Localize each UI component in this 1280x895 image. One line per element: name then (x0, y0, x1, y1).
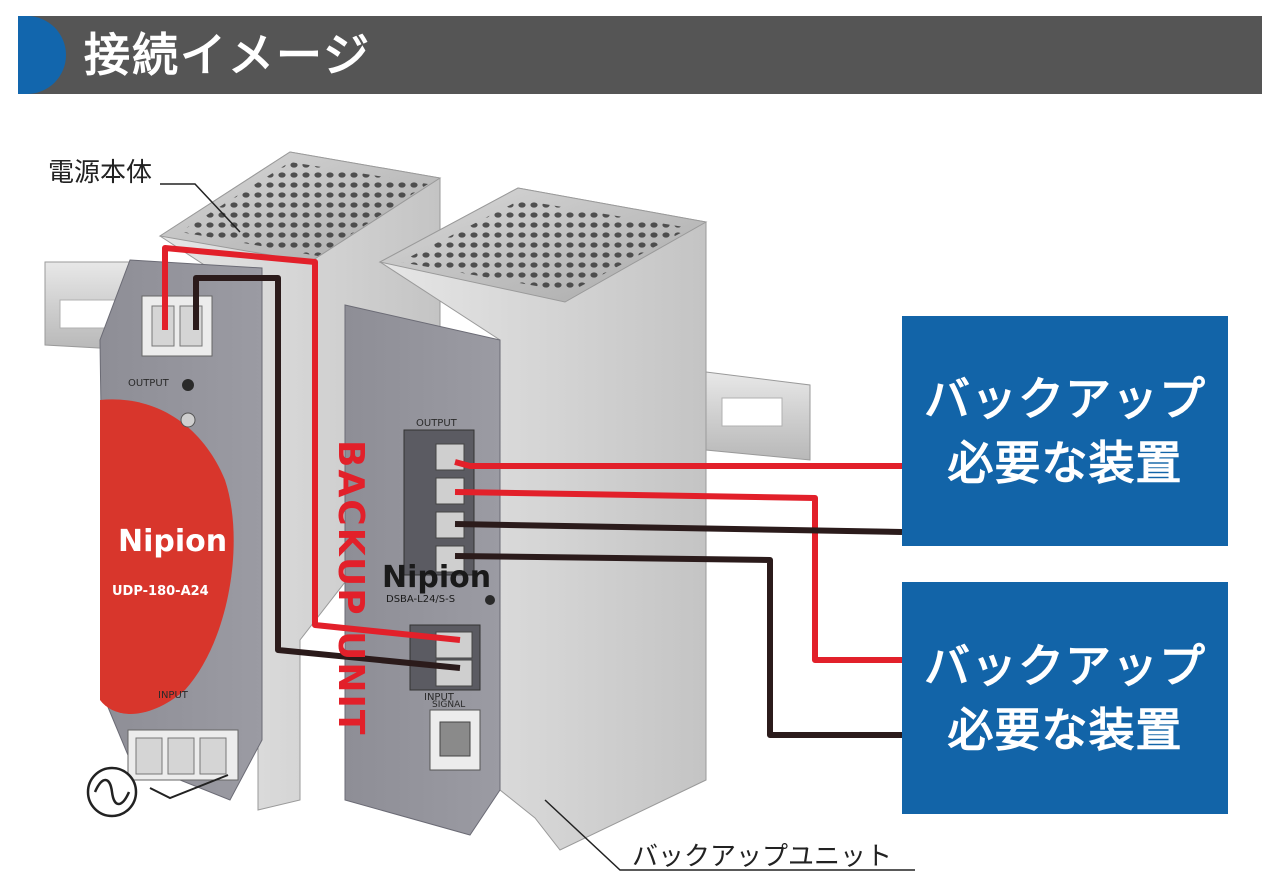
backup-unit-label: バックアップユニット (632, 842, 893, 872)
wires (162, 245, 903, 738)
psu-model-label: UDP-180-A24 (112, 584, 209, 599)
backup-leader-line (544, 799, 915, 871)
page-title: 接続イメージ (84, 28, 372, 82)
device-box-2: バックアップ 必要な装置 (902, 582, 1228, 814)
backup-output-label: OUTPUT (416, 418, 457, 429)
backup-unit-vertical-text: BACKUP UNIT (330, 440, 371, 737)
psu-leader-line (160, 183, 241, 233)
header-bar: 接続イメージ (18, 16, 1262, 94)
device-box-1: バックアップ 必要な装置 (902, 316, 1228, 546)
backup-signal-label: SIGNAL (432, 700, 466, 710)
ac-source-symbol (86, 766, 229, 818)
device-box-2-line1: バックアップ (924, 639, 1206, 693)
psu-input-label: INPUT (158, 690, 188, 701)
psu-output-label: OUTPUT (128, 378, 169, 389)
power-supply-label: 電源本体 (48, 158, 153, 188)
backup-model-label: DSBA-L24/S-S (386, 594, 456, 605)
backup-input-label: INPUT (424, 692, 454, 703)
device-box-1-line1: バックアップ (924, 372, 1206, 426)
device-box-1-line2: 必要な装置 (947, 436, 1183, 490)
psu-brand-logo: Nipion (118, 524, 228, 559)
backup-brand-logo: Nipion (382, 560, 492, 595)
device-box-2-line2: 必要な装置 (947, 703, 1183, 757)
